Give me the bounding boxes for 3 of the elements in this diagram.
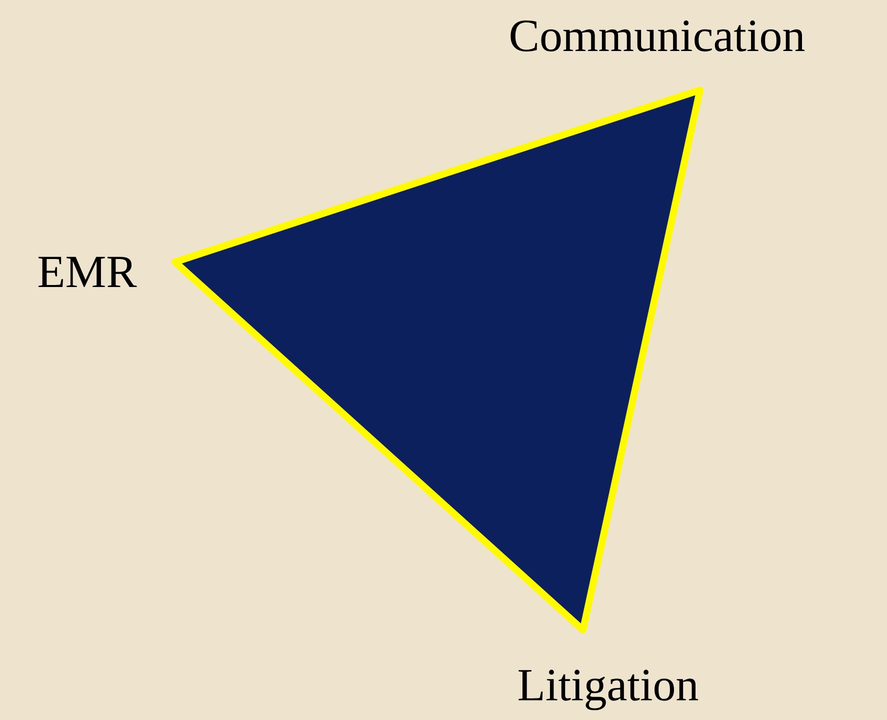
vertex-label: Communication xyxy=(510,20,805,52)
vertex-label: EMR xyxy=(38,256,137,288)
vertex-label: Litigation xyxy=(518,670,698,710)
